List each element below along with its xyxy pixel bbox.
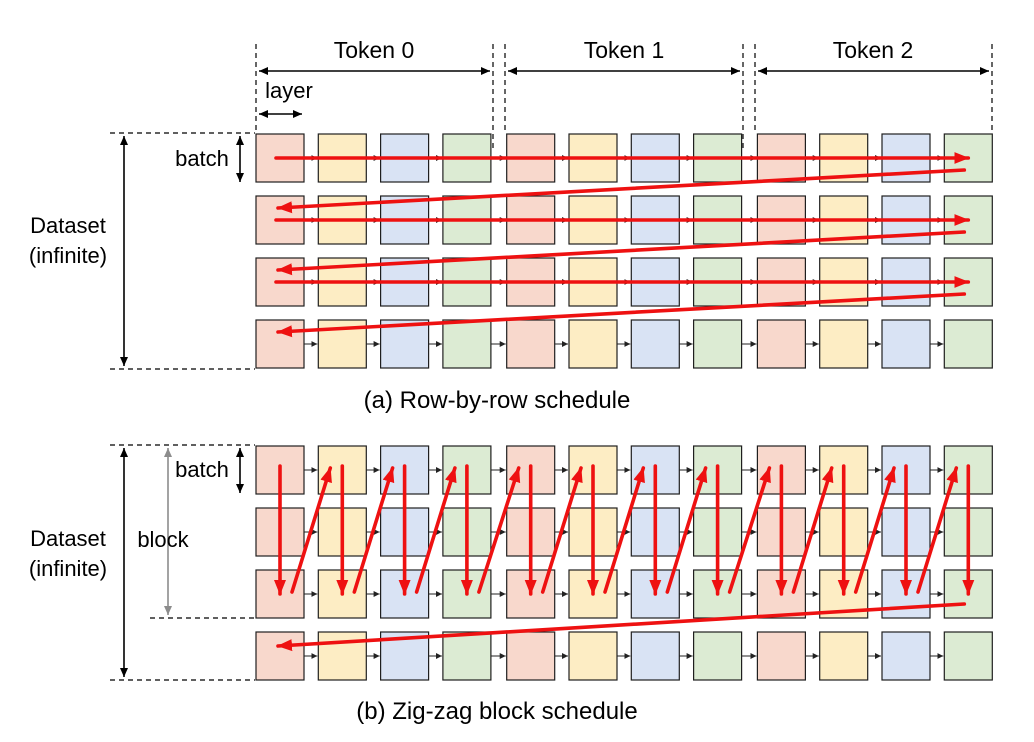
cell-b-row3-col10 xyxy=(881,631,931,681)
cell-b-row3-col3 xyxy=(442,631,492,681)
token-0-label: Token 0 xyxy=(334,37,415,63)
panel-b-annotations xyxy=(110,444,255,681)
cell-a-row3-col3 xyxy=(442,319,492,369)
column-up-arrow-8 xyxy=(791,466,834,594)
cell-b-row3-col1 xyxy=(317,631,367,681)
cell-b-row3-col0 xyxy=(255,631,305,681)
cell-a-row3-col10 xyxy=(881,319,931,369)
column-up-arrow-4 xyxy=(540,466,583,594)
column-up-arrow-3 xyxy=(477,466,521,594)
dataset-a-sublabel: (infinite) xyxy=(29,243,107,268)
cell-a-row3-col5 xyxy=(568,319,618,369)
row-return-arrow-1 xyxy=(276,230,967,276)
panel-a-annotations xyxy=(110,132,255,370)
cell-b-row3-col5 xyxy=(568,631,618,681)
cell-a-row3-col8 xyxy=(756,319,807,369)
column-up-arrow-5 xyxy=(603,466,646,594)
column-up-arrow-1 xyxy=(352,466,395,594)
token-2-label: Token 2 xyxy=(833,37,914,63)
row-return-arrow-0 xyxy=(276,168,967,214)
cell-a-row3-col7 xyxy=(692,319,743,369)
dataset-b-label: Dataset xyxy=(30,526,106,551)
cell-a-row3-col4 xyxy=(506,319,556,369)
cell-b-row3-col9 xyxy=(819,631,869,681)
cell-a-row3-col11 xyxy=(943,319,993,369)
cell-b-row3-col11 xyxy=(943,631,993,681)
token-separators xyxy=(255,44,993,150)
cell-b-row3-col4 xyxy=(506,631,556,681)
batch-a-label: batch xyxy=(175,146,229,171)
column-up-arrow-9 xyxy=(853,466,896,594)
column-up-arrow-6 xyxy=(665,466,708,594)
cell-a-row3-col2 xyxy=(380,319,430,369)
token-1-label: Token 1 xyxy=(584,37,665,63)
row-by-row-schedule-arrows xyxy=(274,152,971,338)
caption-b: (b) Zig-zag block schedule xyxy=(356,698,637,725)
caption-a: (a) Row-by-row schedule xyxy=(364,387,631,414)
cell-b-row3-col8 xyxy=(756,631,807,681)
grid-b xyxy=(255,445,993,681)
block-return-arrow xyxy=(276,602,967,652)
cell-b-row3-col6 xyxy=(630,631,680,681)
cell-a-row3-col6 xyxy=(630,319,680,369)
batch-b-label: batch xyxy=(175,457,229,482)
column-up-arrow-10 xyxy=(916,466,959,594)
layer-label: layer xyxy=(265,78,313,103)
block-label: block xyxy=(137,527,189,552)
zig-zag-schedule-arrows xyxy=(274,464,975,652)
cell-a-row3-col0 xyxy=(255,319,305,369)
cell-b-row3-col7 xyxy=(692,631,743,681)
cell-a-row3-col9 xyxy=(819,319,869,369)
dataset-a-label: Dataset xyxy=(30,213,106,238)
dataset-b-sublabel: (infinite) xyxy=(29,556,107,581)
column-up-arrow-0 xyxy=(290,466,333,594)
row-return-arrow-2 xyxy=(276,292,967,338)
column-up-arrow-7 xyxy=(727,466,772,594)
column-up-arrow-2 xyxy=(414,466,457,594)
